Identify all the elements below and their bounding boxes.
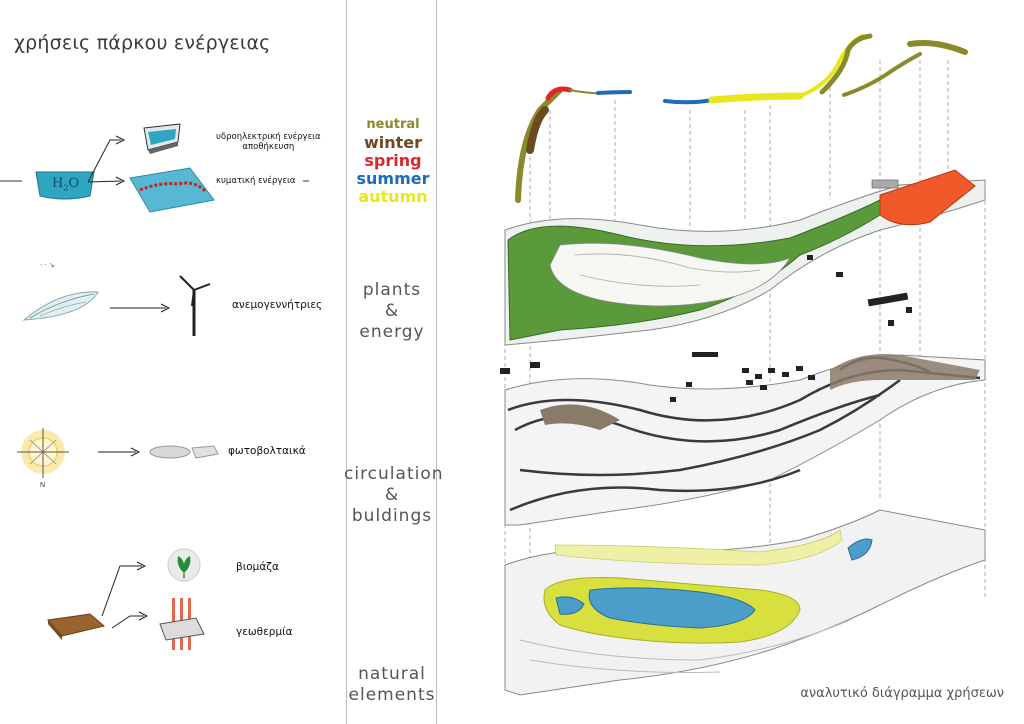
hydro-storage-icon [143,123,181,154]
svg-text:· · ↘: · · ↘ [40,261,55,269]
biomass-label: βιομάζα [236,561,279,573]
compass-north-label: N [40,482,46,489]
diagram-caption: αναλυτικό διάγραμμα χρήσεων [800,686,1004,701]
wave-energy-icon [129,167,215,213]
layer-label-circulation-buildings: circulation & buldings [344,464,444,526]
water-container-icon [35,171,95,200]
divider-line-1 [346,0,347,724]
solar-panel-icon [149,445,219,459]
wind-turbines-label: ανεμογεννήτριες [232,299,323,311]
wind-leaf-icon [22,291,99,321]
layer-label-natural-elements: natural elements [348,664,436,705]
wind-turbine-icon [179,275,211,336]
geothermal-icon [159,598,205,650]
divider-line-2 [436,0,437,724]
energy-uses-icons: · · ↘ [0,123,309,650]
layer-label-plants-energy: plants & energy [359,280,425,342]
layer-plants-energy [504,169,986,346]
legend-summer: summer [356,169,430,188]
hydro-storage-label: υδροηλεκτρική ενέργεια αποθήκευση [216,132,321,152]
soil-block-icon [47,613,106,640]
biomass-leaf-icon [167,548,201,582]
sun-compass-icon [17,428,69,478]
season-legend: neutral winter spring summer autumn [350,116,436,206]
layer-natural-elements [504,509,986,696]
water-formula: H2O [52,176,80,193]
legend-neutral: neutral [366,117,420,132]
photovoltaics-label: φωτοβολταικά [228,445,306,457]
seasonal-ribbon [515,33,968,203]
wave-energy-label: κυματική ενέργεια [216,176,296,186]
geothermal-label: γεωθερμία [236,626,293,638]
legend-autumn: autumn [358,187,428,206]
page-title: χρήσεις πάρκου ενέργειας [14,32,271,54]
layer-circulation-buildings [500,352,986,526]
legend-winter: winter [363,133,423,152]
legend-spring: spring [364,151,422,170]
